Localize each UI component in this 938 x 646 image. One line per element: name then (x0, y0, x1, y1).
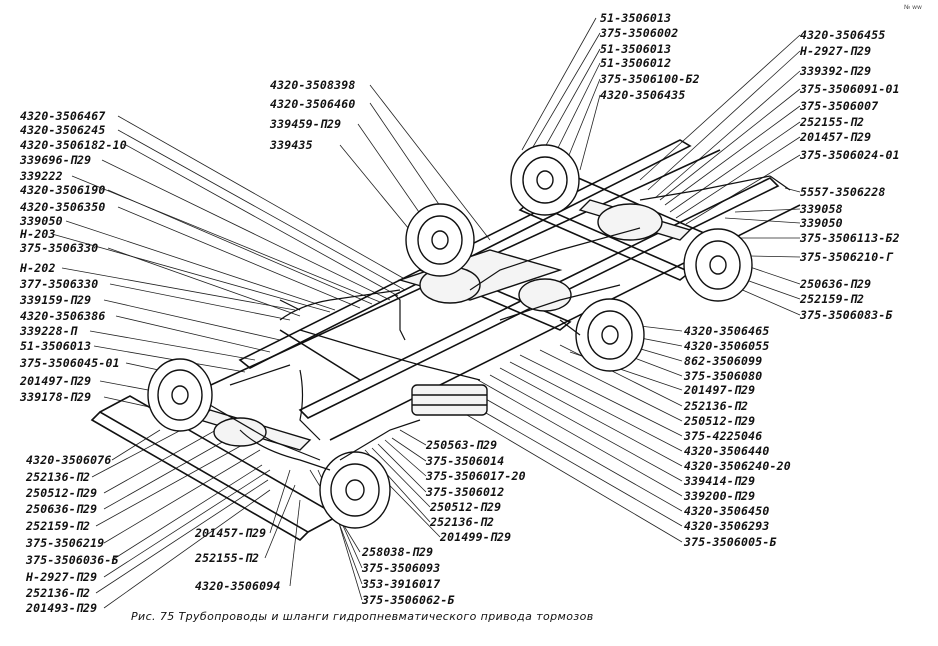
label-bottom-left-8: Н-2927-П29 (26, 570, 98, 584)
label-right-bottom-5: 201497-П29 (684, 383, 756, 397)
label-left-14: 4320-3506386 (20, 309, 106, 323)
label-top-5: 375-3506100-Б2 (600, 72, 700, 86)
label-right-bottom-13: 4320-3506450 (684, 504, 770, 518)
label-center-bottom-5: 250512-П29 (430, 500, 502, 514)
label-right-top-6: 252155-П2 (800, 115, 865, 129)
label-left-18: 201497-П29 (20, 374, 92, 388)
label-top-middle-2: 4320-3506460 (270, 97, 356, 111)
label-bottom-middle-3: 4320-3506094 (195, 579, 281, 593)
label-center-bottom-4: 375-3506012 (426, 485, 505, 499)
label-bottom-middle-2: 252155-П2 (195, 551, 260, 565)
label-right-top-1: 4320-3506455 (800, 28, 886, 42)
label-bottom-left-5: 252159-П2 (26, 519, 91, 533)
label-right-bottom-12: 339200-П29 (684, 489, 756, 503)
label-right-bottom-1: 4320-3506465 (684, 324, 770, 338)
label-right-bottom-3: 862-3506099 (684, 354, 763, 368)
label-bottom-left-2: 252136-П2 (26, 470, 91, 484)
label-right-bottom-9: 4320-3506440 (684, 444, 770, 458)
label-left-2: 4320-3506245 (20, 123, 106, 137)
label-left-15: 339228-П (20, 324, 77, 338)
label-bottom-middle-5: 375-3506093 (362, 561, 441, 575)
label-right-bottom-7: 250512-П29 (684, 414, 756, 428)
label-right-top-7: 201457-П29 (800, 130, 872, 144)
label-right-bottom-4: 375-3506080 (684, 369, 763, 383)
label-right-top-3: 339392-П29 (800, 64, 872, 78)
label-left-8: 339050 (20, 214, 63, 228)
wheel-hubs (147, 144, 753, 529)
label-top-middle-1: 4320-3508398 (270, 78, 356, 92)
label-top-6: 4320-3506435 (600, 88, 686, 102)
label-top-3: 51-3506013 (600, 42, 672, 56)
brake-pipes (209, 175, 791, 471)
label-top-2: 375-3506002 (600, 26, 679, 40)
label-center-bottom-2: 375-3506014 (426, 454, 505, 468)
label-bottom-middle-1: 201457-П29 (195, 526, 267, 540)
label-center-bottom-3: 375-3506017-20 (426, 469, 526, 483)
label-bottom-left-4: 250636-П29 (26, 502, 98, 516)
label-left-4: 339696-П29 (20, 153, 92, 167)
axle-housings (198, 199, 692, 451)
label-right-top-8: 375-3506024-01 (800, 148, 900, 162)
label-bottom-left-9: 252136-П2 (26, 586, 91, 600)
label-bottom-left-1: 4320-3506076 (26, 453, 112, 467)
corner-mark: № ww (904, 4, 922, 11)
label-left-12: 377-3506330 (20, 277, 99, 291)
label-right-top-5: 375-3506007 (800, 99, 879, 113)
label-right-bottom-14: 4320-3506293 (684, 519, 770, 533)
label-right-middle-3: 339050 (800, 216, 843, 230)
label-right-middle-4: 375-3506113-Б2 (800, 231, 900, 245)
label-center-bottom-6: 252136-П2 (430, 515, 495, 529)
label-right-bottom-2: 4320-3506055 (684, 339, 770, 353)
label-right-middle-6: 250636-П29 (800, 277, 872, 291)
label-left-5: 339222 (20, 169, 63, 183)
label-left-1: 4320-3506467 (20, 109, 106, 123)
leader-lines (51, 17, 801, 609)
label-right-bottom-6: 252136-П2 (684, 399, 749, 413)
label-left-3: 4320-3506182-10 (20, 138, 127, 152)
label-left-6: 4320-3506190 (20, 183, 106, 197)
label-left-10: 375-3506330 (20, 241, 99, 255)
label-left-11: Н-202 (20, 261, 56, 275)
label-top-1: 51-3506013 (600, 11, 672, 25)
label-right-middle-2: 339058 (800, 202, 843, 216)
label-bottom-middle-7: 375-3506062-Б (362, 593, 455, 607)
label-right-middle-8: 375-3506083-Б (800, 308, 893, 322)
label-bottom-left-3: 250512-П29 (26, 486, 98, 500)
label-left-7: 4320-3506350 (20, 200, 106, 214)
label-bottom-middle-4: 258038-П29 (362, 545, 434, 559)
label-left-9: Н-203 (20, 227, 56, 241)
label-left-17: 375-3506045-01 (20, 356, 120, 370)
label-left-16: 51-3506013 (20, 339, 92, 353)
label-right-bottom-11: 339414-П29 (684, 474, 756, 488)
label-bottom-left-6: 375-3506219 (26, 536, 105, 550)
figure-caption: Рис. 75 Трубопроводы и шланги гидропневм… (131, 610, 594, 623)
label-right-top-2: Н-2927-П29 (800, 44, 872, 58)
label-right-middle-5: 375-3506210-Г (800, 250, 893, 264)
label-bottom-middle-6: 353-3916017 (362, 577, 441, 591)
label-center-bottom-1: 250563-П29 (426, 438, 498, 452)
label-right-middle-7: 252159-П2 (800, 292, 865, 306)
label-top-4: 51-3506012 (600, 56, 672, 70)
label-left-13: 339159-П29 (20, 293, 92, 307)
label-left-19: 339178-П29 (20, 390, 92, 404)
label-right-top-4: 375-3506091-01 (800, 82, 900, 96)
label-right-bottom-15: 375-3506005-Б (684, 535, 777, 549)
label-top-middle-3: 339459-П29 (270, 117, 342, 131)
label-center-bottom-7: 201499-П29 (440, 530, 512, 544)
label-right-middle-1: 5557-3506228 (800, 185, 886, 199)
label-right-bottom-10: 4320-3506240-20 (684, 459, 791, 473)
label-bottom-left-7: 375-3506036-Б (26, 553, 119, 567)
label-right-bottom-8: 375-4225046 (684, 429, 763, 443)
label-top-middle-4: 339435 (270, 138, 313, 152)
label-bottom-left-10: 201493-П29 (26, 601, 98, 615)
